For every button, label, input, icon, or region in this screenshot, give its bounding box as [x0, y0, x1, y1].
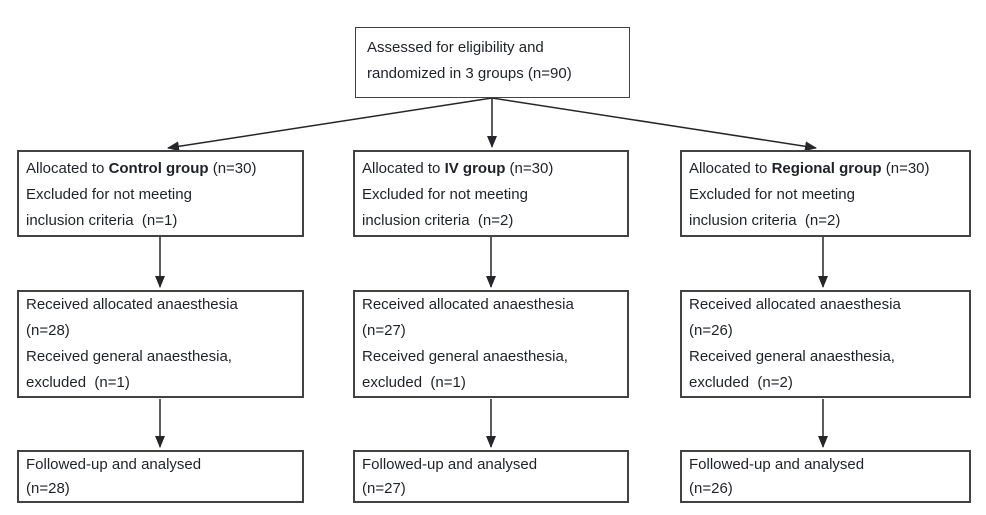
received-control-line-3: Received general anaesthesia,: [26, 348, 232, 365]
followed-control-line-2: (n=28): [26, 480, 70, 497]
received-regional-line-2: (n=26): [689, 322, 733, 339]
followed-regional-line-1: Followed-up and analysed: [689, 456, 865, 473]
text-segment: (n=30): [881, 160, 930, 177]
box-received-control: Received allocated anaesthesia (n=28) Re…: [17, 290, 304, 398]
received-regional-line-4: excluded (n=2): [689, 374, 793, 391]
received-regional-line-3: Received general anaesthesia,: [689, 348, 895, 365]
allocated-control-line-1: Allocated to Control group (n=30): [26, 156, 295, 182]
assessed-line-2: randomized in 3 groups (n=90): [367, 65, 572, 82]
text-segment: Allocated to: [362, 160, 445, 177]
allocated-control-line-2: Excluded for not meeting: [26, 186, 192, 203]
text-segment: Allocated to: [26, 160, 109, 177]
text-segment: (n=30): [505, 160, 554, 177]
received-control-line-1: Received allocated anaesthesia: [26, 296, 238, 313]
box-allocated-control: Allocated to Control group (n=30) Exclud…: [17, 150, 304, 237]
allocated-iv-line-2: Excluded for not meeting: [362, 186, 528, 203]
box-assessed-eligibility: Assessed for eligibility and randomized …: [355, 27, 630, 98]
assessed-line-1: Assessed for eligibility and: [367, 39, 544, 56]
text-segment: Allocated to: [689, 160, 772, 177]
received-iv-line-2: (n=27): [362, 322, 406, 339]
box-allocated-iv: Allocated to IV group (n=30) Excluded fo…: [353, 150, 629, 237]
allocated-control-line-3: inclusion criteria (n=1): [26, 212, 178, 229]
box-followed-control: Followed-up and analysed (n=28): [17, 450, 304, 503]
box-followed-iv: Followed-up and analysed (n=27): [353, 450, 629, 503]
received-regional-line-1: Received allocated anaesthesia: [689, 296, 901, 313]
received-control-line-2: (n=28): [26, 322, 70, 339]
text-segment: (n=30): [208, 160, 257, 177]
group-name-iv: IV group: [444, 160, 506, 177]
arrow-eligibility-to-regional: [491, 97, 817, 152]
followed-control-line-1: Followed-up and analysed: [26, 456, 202, 473]
allocated-regional-line-2: Excluded for not meeting: [689, 186, 855, 203]
received-iv-line-3: Received general anaesthesia,: [362, 348, 568, 365]
group-name-regional: Regional group: [771, 160, 882, 177]
arrow-eligibility-to-control: [167, 97, 493, 152]
received-iv-line-4: excluded (n=1): [362, 374, 466, 391]
followed-iv-line-1: Followed-up and analysed: [362, 456, 538, 473]
box-received-regional: Received allocated anaesthesia (n=26) Re…: [680, 290, 971, 398]
followed-regional-line-2: (n=26): [689, 480, 733, 497]
followed-iv-line-2: (n=27): [362, 480, 406, 497]
box-followed-regional: Followed-up and analysed (n=26): [680, 450, 971, 503]
group-name-control: Control group: [108, 160, 209, 177]
box-allocated-regional: Allocated to Regional group (n=30) Exclu…: [680, 150, 971, 237]
received-iv-line-1: Received allocated anaesthesia: [362, 296, 574, 313]
allocated-iv-line-3: inclusion criteria (n=2): [362, 212, 514, 229]
allocated-iv-line-1: Allocated to IV group (n=30): [362, 156, 620, 182]
allocated-regional-line-1: Allocated to Regional group (n=30): [689, 156, 962, 182]
received-control-line-4: excluded (n=1): [26, 374, 130, 391]
box-received-iv: Received allocated anaesthesia (n=27) Re…: [353, 290, 629, 398]
allocated-regional-line-3: inclusion criteria (n=2): [689, 212, 841, 229]
